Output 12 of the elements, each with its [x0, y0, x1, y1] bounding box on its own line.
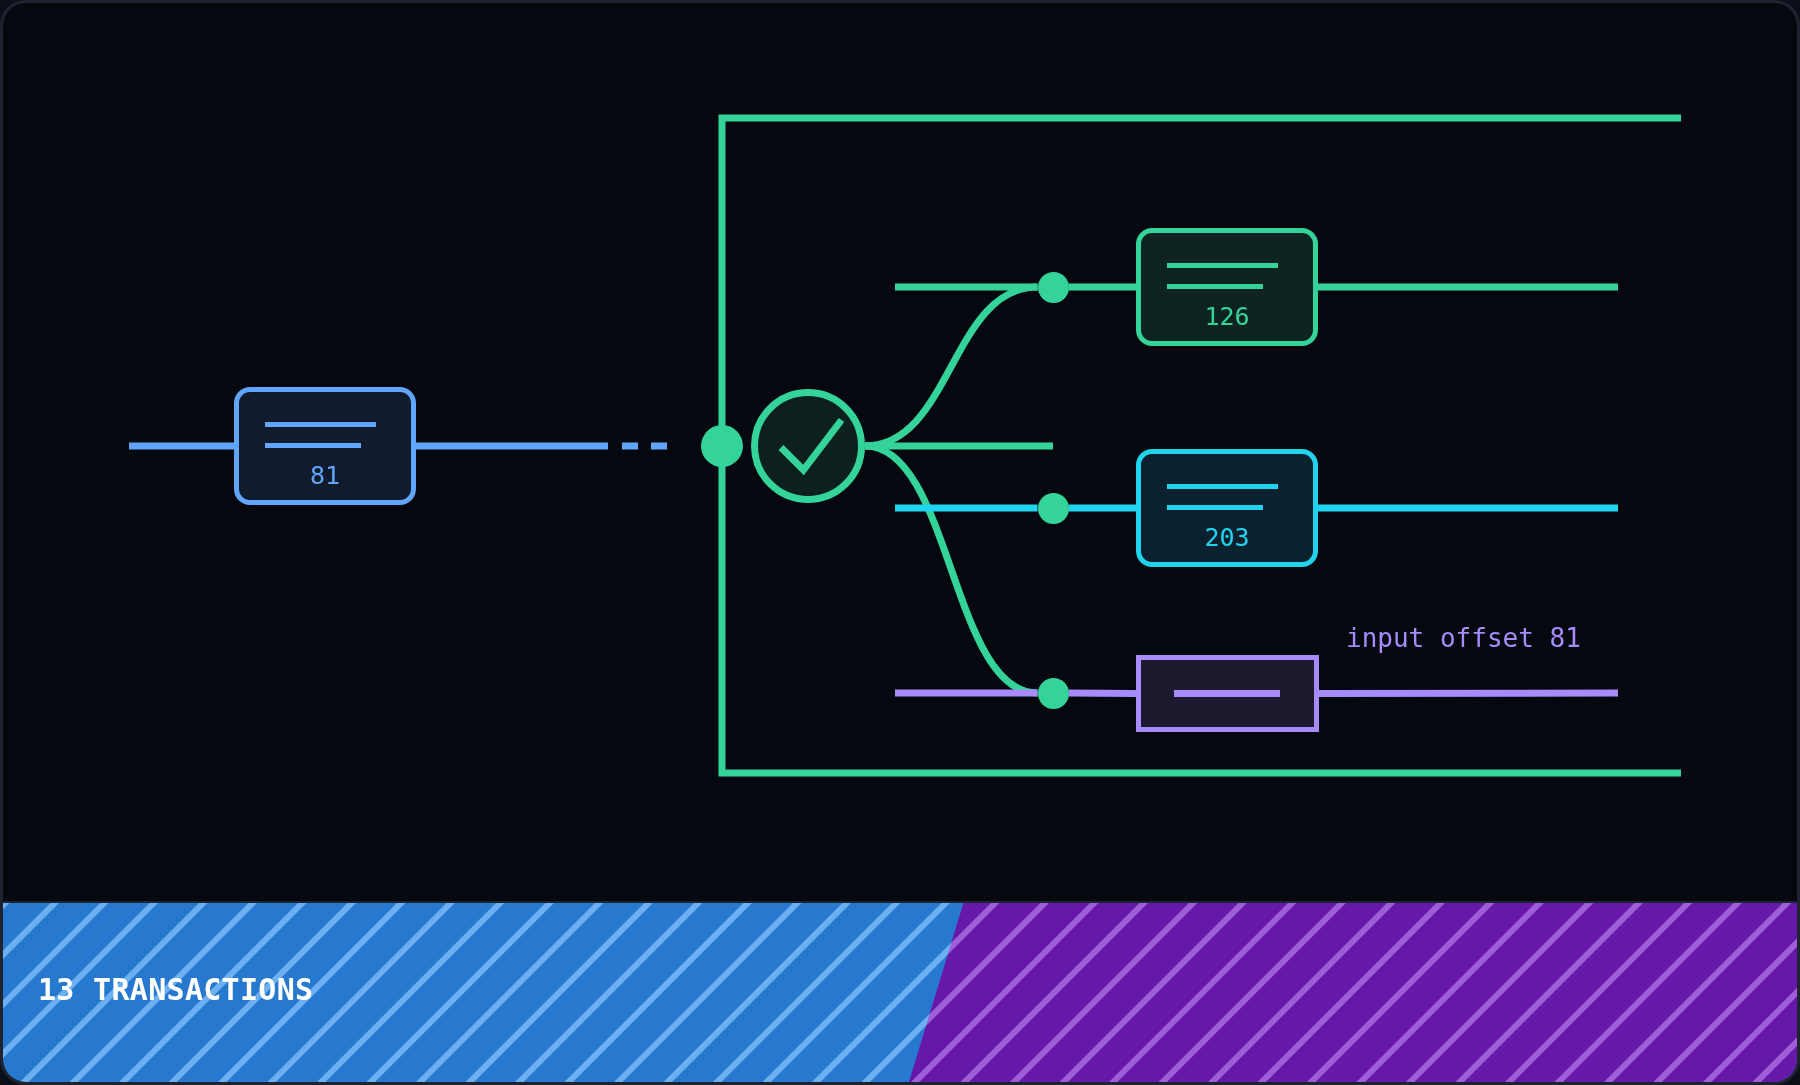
- message-box: [1136, 449, 1318, 567]
- connector-line: [1068, 283, 1136, 291]
- note-label: input offset 81: [1346, 623, 1581, 653]
- number-label: 203: [1204, 523, 1250, 553]
- number-label: 126: [1204, 302, 1250, 332]
- number-label: 81: [309, 461, 341, 491]
- title-text: 13 TRANSACTIONS: [38, 972, 314, 1008]
- message-box: [234, 387, 416, 505]
- offset-box: [1136, 655, 1319, 732]
- connector-line: [1068, 504, 1136, 512]
- message-box: [1136, 228, 1318, 346]
- connector-line: [1068, 689, 1137, 697]
